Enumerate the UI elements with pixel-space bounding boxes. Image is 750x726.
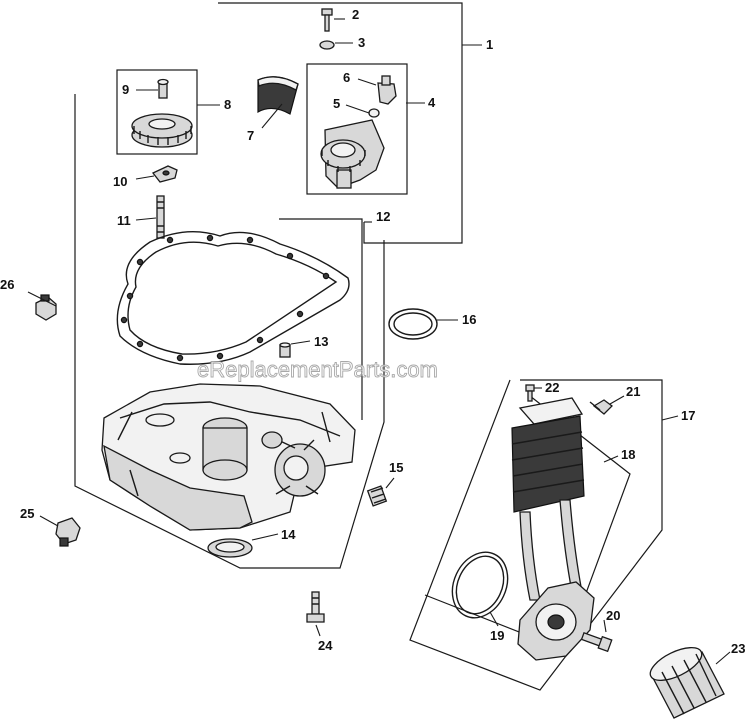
group-frame-1 <box>218 2 463 244</box>
leader-lines <box>27 18 731 665</box>
callout-26: 26 <box>0 277 14 292</box>
callout-25: 25 <box>20 506 34 521</box>
bolt-part-2 <box>321 8 333 32</box>
callout-24: 24 <box>318 638 333 653</box>
oil-pump-part-4 <box>320 119 385 189</box>
bolt-part-24 <box>306 591 325 623</box>
o-ring-part-16 <box>388 308 438 340</box>
gasket-part-12 <box>116 231 350 365</box>
callout-3: 3 <box>358 35 365 50</box>
plug-part-26 <box>35 294 57 321</box>
callout-1: 1 <box>486 37 493 52</box>
drain-plug-part-25 <box>55 517 81 547</box>
callout-8: 8 <box>224 97 231 112</box>
callout-10: 10 <box>113 174 127 189</box>
callout-20: 20 <box>606 608 620 623</box>
oil-cooler-part-18 <box>511 397 585 601</box>
o-ring-part-5 <box>368 108 380 118</box>
gear-part-8 <box>131 113 193 148</box>
callout-9: 9 <box>122 82 129 97</box>
callout-16: 16 <box>462 312 476 327</box>
bolt-part-20 <box>580 631 613 653</box>
group-frame-8 <box>116 69 198 155</box>
filter-adapter <box>517 581 595 661</box>
stud-part-11 <box>156 195 165 239</box>
group-frame-17 <box>409 379 663 691</box>
dowel-part-13 <box>279 342 291 358</box>
fitting-part-15 <box>366 485 388 507</box>
callout-2: 2 <box>352 7 359 22</box>
callout-21: 21 <box>626 384 640 399</box>
callout-15: 15 <box>389 460 403 475</box>
callout-4: 4 <box>428 95 436 110</box>
callout-19: 19 <box>490 628 504 643</box>
callout-23: 23 <box>731 641 745 656</box>
callout-labels: 2 3 1 6 5 4 9 8 7 10 11 12 26 16 13 22 2… <box>0 7 745 656</box>
callout-6: 6 <box>343 70 350 85</box>
callout-13: 13 <box>314 334 328 349</box>
callout-7: 7 <box>247 128 254 143</box>
callout-11: 11 <box>117 213 131 228</box>
pickup-part-6 <box>377 75 397 105</box>
callout-5: 5 <box>333 96 340 111</box>
bracket-part-10 <box>151 165 178 183</box>
callout-14: 14 <box>281 527 296 542</box>
callout-22: 22 <box>545 380 559 395</box>
o-ring-part-19 <box>451 551 509 619</box>
clip-part-21 <box>589 399 613 415</box>
callout-18: 18 <box>621 447 635 462</box>
callout-12: 12 <box>376 209 390 224</box>
washer-part-3 <box>319 40 335 50</box>
oil-pan-housing <box>101 383 356 531</box>
oil-seal-part-14 <box>207 538 253 558</box>
group-frame-4 <box>306 63 408 195</box>
callout-17: 17 <box>681 408 695 423</box>
watermark: eReplacementParts.com <box>197 357 438 382</box>
group-frame-sump <box>74 94 385 569</box>
group-frame-12 <box>279 218 363 420</box>
bearing-part-7 <box>257 76 299 115</box>
oil-filter-part-23 <box>649 647 725 719</box>
pin-part-9 <box>157 78 169 99</box>
